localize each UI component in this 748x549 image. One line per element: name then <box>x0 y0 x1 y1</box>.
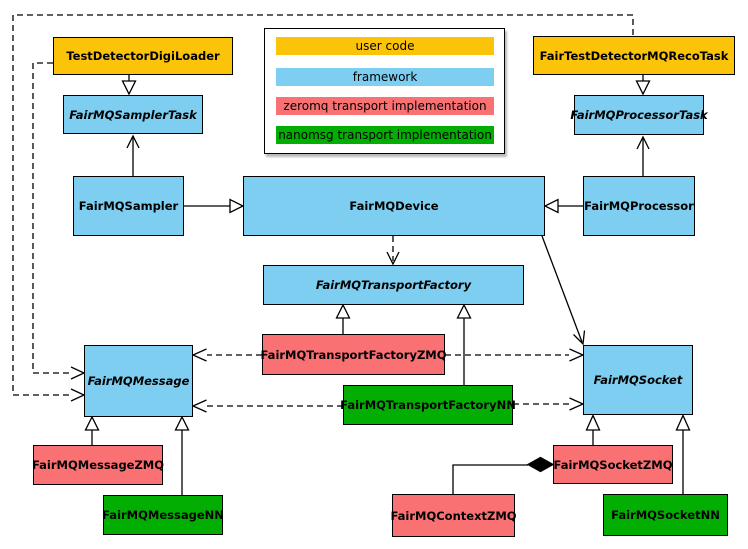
hollow-triangle-arrowheads <box>84 80 691 431</box>
edge-recotask-message-line <box>12 14 634 396</box>
vee-message-lower-left <box>70 388 86 402</box>
node-fairmq-processor-task: FairMQProcessorTask <box>570 95 708 135</box>
node-fairmq-message: FairMQMessage <box>84 345 193 417</box>
vee-socket-left-nn <box>569 397 585 411</box>
node-fairmq-message-nn: FairMQMessageNN <box>102 495 224 535</box>
arrowhead-message-zmq <box>84 415 100 431</box>
node-fairmq-sampler: FairMQSampler <box>73 176 184 236</box>
edge-contextzmq-socketzmq-line <box>452 464 528 494</box>
vee-message-right-nn <box>191 399 207 413</box>
vee-socket-top <box>573 330 586 346</box>
arrowhead-factory-nn <box>456 303 472 319</box>
legend-item-zeromq: zeromq transport implementation <box>276 97 494 115</box>
node-fairmq-device: FairMQDevice <box>243 176 545 236</box>
node-fairmq-sampler-task: FairMQSamplerTask <box>63 95 203 134</box>
node-fair-test-detector-mq-reco-task: FairTestDetectorMQRecoTask <box>533 36 735 75</box>
vee-socket-left-zmq <box>569 348 585 362</box>
node-fairmq-message-zmq: FairMQMessageZMQ <box>32 445 164 485</box>
legend-item-nanomsg: nanomsg transport implementation <box>276 126 494 144</box>
node-fairmq-context-zmq: FairMQContextZMQ <box>390 494 517 537</box>
node-fairmq-processor: FairMQProcessor <box>583 176 695 236</box>
arrowhead-socket-nn <box>675 413 691 431</box>
arrowhead-factory-zmq <box>335 303 351 319</box>
node-test-detector-digi-loader: TestDetectorDigiLoader <box>53 37 233 75</box>
vee-message-upper-left <box>70 366 86 380</box>
vee-transportfactory <box>386 251 400 266</box>
node-fairmq-socket-zmq: FairMQSocketZMQ <box>553 445 673 484</box>
node-fairmq-socket: FairMQSocket <box>583 345 693 415</box>
node-fairmq-socket-nn: FairMQSocketNN <box>603 494 728 536</box>
legend-item-framework: framework <box>276 68 494 86</box>
node-fairmq-transport-factory-zmq: FairMQTransportFactoryZMQ <box>261 334 447 375</box>
vee-message-right-zmq <box>191 348 207 362</box>
composition-diamond-icon <box>526 456 555 473</box>
arrowhead-device-right <box>543 198 559 214</box>
arrowhead-samplertask <box>121 80 137 96</box>
node-fairmq-transport-factory: FairMQTransportFactory <box>263 265 524 305</box>
legend: user code framework zeromq transport imp… <box>264 28 505 154</box>
edge-device-socket-line <box>541 235 583 343</box>
arrowhead-processortask <box>635 80 651 96</box>
arrowhead-device-left <box>229 198 245 214</box>
vee-processortask <box>636 135 650 150</box>
edge-digiloader-message-line <box>32 62 71 374</box>
legend-item-user-code: user code <box>276 37 494 55</box>
vee-samplertask <box>126 134 140 149</box>
arrowhead-message-nn <box>174 415 190 431</box>
node-fairmq-transport-factory-nn: FairMQTransportFactoryNN <box>340 385 516 425</box>
arrowhead-socket-zmq <box>585 413 601 431</box>
dashed-dependency-lines <box>12 14 634 407</box>
